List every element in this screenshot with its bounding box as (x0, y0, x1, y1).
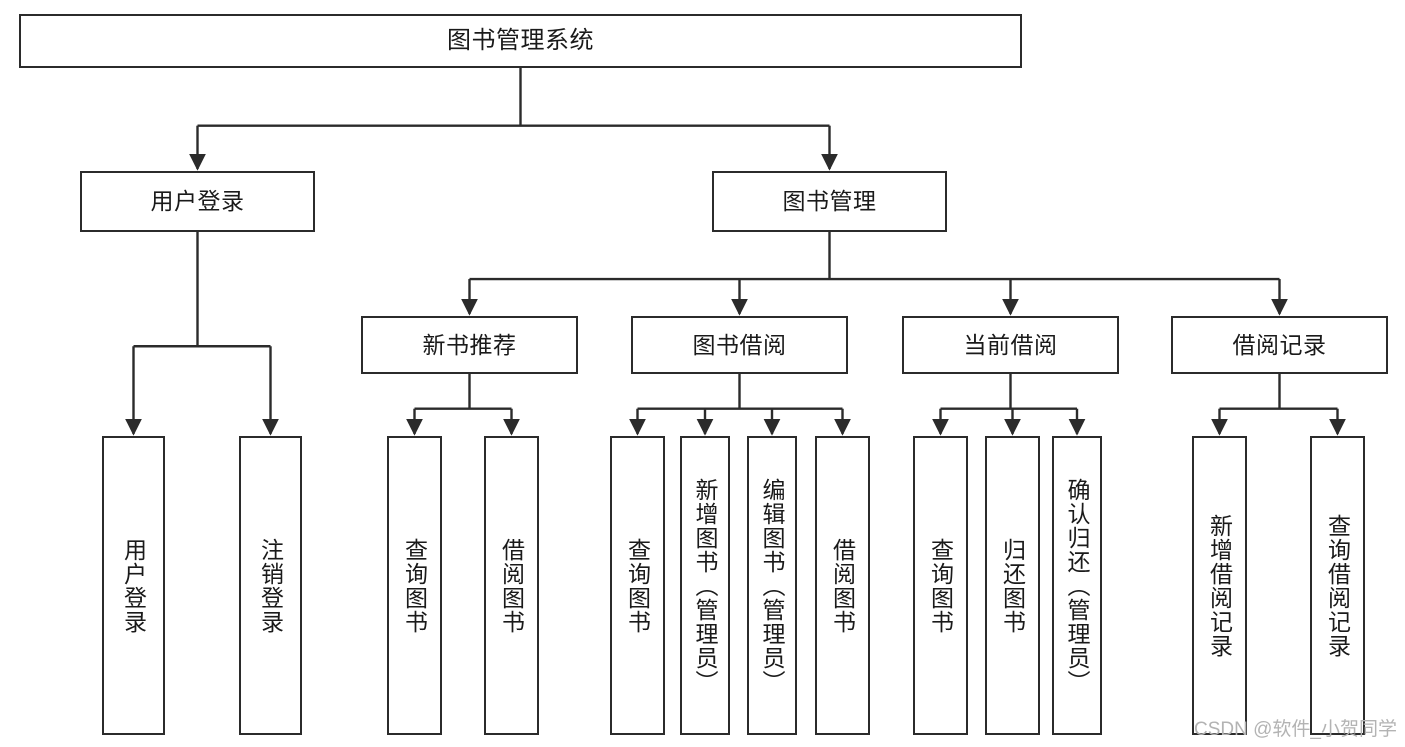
node-leaf-addrecord[interactable]: 新增借阅记录 (1192, 436, 1247, 735)
connector-trunk (469, 232, 1280, 281)
connector-trunk (133, 232, 271, 348)
node-leaf-editbook[interactable]: 编辑图书（管理员） (747, 436, 797, 735)
node-leaf-returnbook[interactable]: 归还图书 (985, 436, 1040, 735)
node-leaf-userlogin[interactable]: 用户登录 (102, 436, 165, 735)
node-label: 查询图书 (927, 537, 954, 634)
node-label: 归还图书 (999, 537, 1026, 634)
node-bookmgmt[interactable]: 图书管理 (712, 171, 947, 232)
node-label: 查询图书 (624, 537, 651, 634)
node-label: 新书推荐 (422, 331, 517, 358)
node-leaf-addbook[interactable]: 新增图书（管理员） (680, 436, 730, 735)
node-label: 编辑图书（管理员） (759, 477, 786, 694)
node-current[interactable]: 当前借阅 (902, 316, 1119, 374)
node-leaf-querybook-3[interactable]: 查询图书 (913, 436, 968, 735)
connector-trunk (637, 374, 843, 410)
node-root[interactable]: 图书管理系统 (19, 14, 1022, 68)
node-label: 新增图书（管理员） (692, 477, 719, 694)
node-label: 图书借阅 (692, 331, 787, 358)
node-leaf-confirmreturn[interactable]: 确认归还（管理员） (1052, 436, 1102, 735)
node-label: 借阅图书 (498, 537, 525, 634)
connector-trunk (414, 374, 512, 410)
node-label: 图书管理 (782, 188, 877, 215)
node-label: 注销登录 (257, 537, 284, 634)
node-label: 图书管理系统 (447, 27, 594, 55)
node-label: 确认归还（管理员） (1064, 477, 1091, 694)
node-leaf-querybook-2[interactable]: 查询图书 (610, 436, 665, 735)
node-leaf-queryrecord[interactable]: 查询借阅记录 (1310, 436, 1365, 735)
node-records[interactable]: 借阅记录 (1171, 316, 1388, 374)
node-borrow[interactable]: 图书借阅 (631, 316, 848, 374)
watermark-text: CSDN @软件_小贺同学 (1194, 719, 1397, 740)
node-label: 借阅记录 (1232, 331, 1327, 358)
node-label: 借阅图书 (829, 537, 856, 634)
node-leaf-logout[interactable]: 注销登录 (239, 436, 302, 735)
node-label: 当前借阅 (963, 331, 1058, 358)
node-label: 查询借阅记录 (1324, 513, 1351, 658)
node-newbook[interactable]: 新书推荐 (361, 316, 578, 374)
connector-trunk (940, 374, 1077, 410)
node-login[interactable]: 用户登录 (80, 171, 315, 232)
node-label: 新增借阅记录 (1206, 513, 1233, 658)
node-leaf-borrowbook-2[interactable]: 借阅图书 (815, 436, 870, 735)
node-label: 查询图书 (401, 537, 428, 634)
node-label: 用户登录 (150, 188, 245, 215)
node-leaf-querybook-1[interactable]: 查询图书 (387, 436, 442, 735)
node-leaf-borrowbook-1[interactable]: 借阅图书 (484, 436, 539, 735)
connector-trunk (197, 68, 830, 127)
connector-trunk (1219, 374, 1338, 410)
node-label: 用户登录 (120, 537, 147, 634)
